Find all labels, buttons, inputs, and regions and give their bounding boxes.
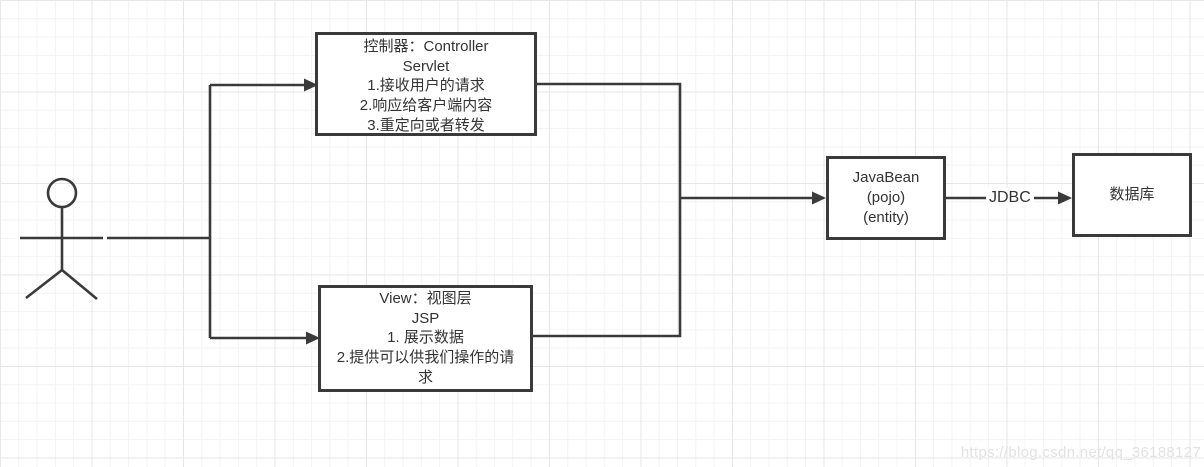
database-label: 数据库 bbox=[1109, 186, 1155, 204]
arrowhead-to-database bbox=[1058, 191, 1072, 205]
database-node: 数据库 bbox=[1072, 153, 1192, 237]
controller-title: 控制器：Controller bbox=[363, 38, 489, 55]
actor-right-leg bbox=[61, 268, 98, 301]
actor-head bbox=[46, 177, 78, 209]
javabean-node: JavaBean (pojo) (entity) bbox=[826, 156, 946, 240]
edge-view-to-junction bbox=[533, 198, 682, 338]
csdn-watermark: https://blog.csdn.net/qq_36188127 bbox=[960, 444, 1201, 461]
jdbc-edge-label: JDBC bbox=[986, 188, 1034, 208]
arrowhead-to-view bbox=[306, 331, 320, 345]
controller-node: 控制器：Controller Servlet 1.接收用户的请求 2.响应给客户… bbox=[315, 32, 537, 136]
arrowhead-to-javabean bbox=[812, 191, 826, 205]
edge-controller-to-junction bbox=[537, 82, 682, 198]
javabean-title: JavaBean bbox=[852, 169, 920, 187]
controller-point-1: 1.接收用户的请求 bbox=[367, 77, 485, 95]
view-node: View：视图层 JSP 1. 展示数据 2.提供可以供我们操作的请求 bbox=[318, 285, 533, 392]
javabean-entity: (entity) bbox=[863, 208, 909, 226]
javabean-pojo: (pojo) bbox=[866, 189, 906, 207]
user-actor-figure bbox=[20, 177, 103, 301]
view-point-2: 2.提供可以供我们操作的请求 bbox=[336, 349, 515, 386]
view-title: View：视图层 bbox=[379, 290, 472, 307]
view-subtitle: JSP bbox=[411, 309, 440, 327]
controller-point-3: 3.重定向或者转发 bbox=[367, 116, 485, 134]
controller-subtitle: Servlet bbox=[402, 57, 450, 75]
controller-point-2: 2.响应给客户端内容 bbox=[359, 97, 493, 115]
view-point-1: 1. 展示数据 bbox=[387, 329, 464, 347]
actor-left-leg bbox=[25, 268, 63, 300]
arrowhead-to-controller bbox=[304, 78, 318, 92]
